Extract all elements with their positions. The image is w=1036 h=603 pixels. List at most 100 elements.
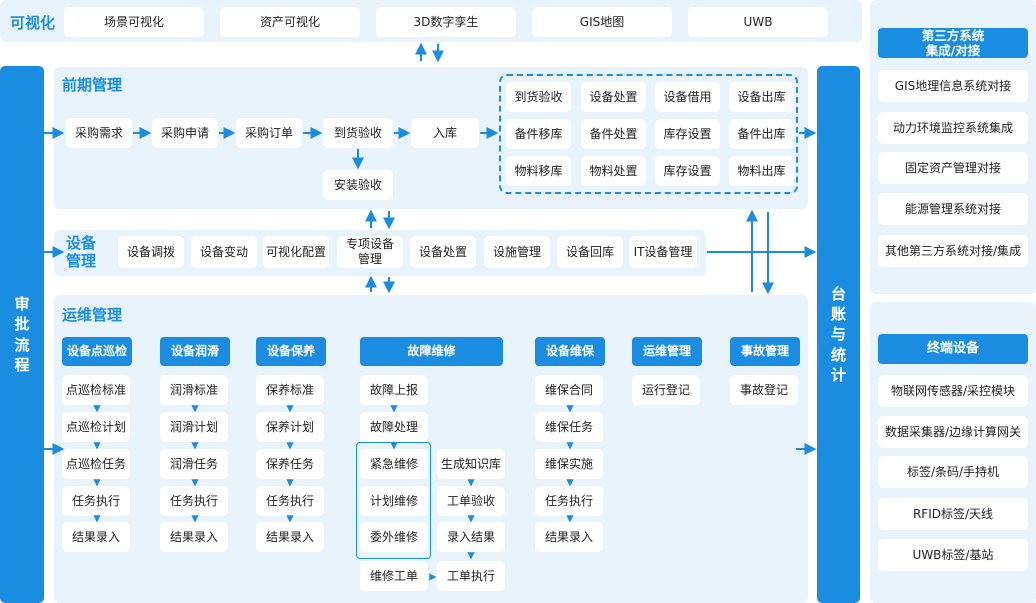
- equipment-item: 设备调拨: [118, 236, 184, 268]
- equipment-item: 可视化配置: [263, 236, 329, 268]
- ops-column-header: 设备点巡检: [62, 337, 132, 366]
- terminal-item: 标签/条码/手持机: [878, 456, 1028, 488]
- third-party-item: 能源管理系统对接: [878, 193, 1028, 225]
- fault-repair-header: 故障维修: [360, 337, 503, 366]
- visualization-item: 场景可视化: [64, 7, 204, 37]
- terminal-header: 终端设备: [878, 334, 1028, 364]
- ops-task: 保养任务: [256, 449, 324, 479]
- ops-task: 维保合同: [535, 375, 603, 405]
- approval-char: 程: [14, 355, 30, 374]
- ops-task: 维保任务: [535, 412, 603, 442]
- ops-task: 点巡检计划: [62, 412, 130, 442]
- ops-title: 运维管理: [62, 306, 123, 324]
- inventory-cell: 设备处置: [581, 82, 646, 112]
- inventory-cell: 物料移库: [506, 156, 571, 186]
- procurement-step: 到货验收: [323, 118, 393, 148]
- inventory-cell: 备件出库: [729, 119, 794, 149]
- inventory-cell: 备件移库: [506, 119, 571, 149]
- terminal-item: UWB标签/基站: [878, 539, 1028, 571]
- terminal-item: RFID标签/天线: [878, 498, 1028, 530]
- equipment-item: 专项设备管理: [337, 236, 403, 268]
- procurement-step: 入库: [411, 118, 479, 148]
- inventory-cell: 备件处置: [581, 119, 646, 149]
- approval-flow-bar: 审 批 流 程: [0, 66, 44, 603]
- installation-acceptance-box: 安装验收: [323, 170, 393, 200]
- repair-type: 计划维修: [360, 486, 428, 516]
- ops-column-header: 设备维保: [535, 337, 605, 366]
- ops-task: 润滑计划: [160, 412, 228, 442]
- equipment-title-line: 设备: [66, 234, 97, 252]
- approval-char: 审: [14, 295, 30, 313]
- fault-step: 工单执行: [437, 561, 505, 591]
- preliminary-title: 前期管理: [62, 76, 123, 94]
- visualization-item: 资产可视化: [220, 7, 360, 37]
- ledger-char: 与: [830, 325, 846, 344]
- ledger-char: 统: [830, 345, 846, 364]
- approval-char: 批: [14, 315, 30, 334]
- ops-task: 结果录入: [535, 522, 603, 552]
- ops-task: 维保实施: [535, 449, 603, 479]
- equipment-item: 设备变动: [191, 236, 257, 268]
- ops-column-header: 设备润滑: [160, 337, 230, 366]
- ops-task: 润滑标准: [160, 375, 228, 405]
- fault-step: 录入结果: [437, 522, 505, 552]
- ledger-char: 台: [830, 284, 846, 303]
- fault-step: 生成知识库: [437, 449, 505, 479]
- inventory-cell: 库存设置: [655, 119, 720, 149]
- third-party-item: 其他第三方系统对接/集成: [878, 235, 1028, 267]
- ops-task: 任务执行: [160, 486, 228, 516]
- visualization-item: UWB: [688, 7, 828, 37]
- visualization-title: 可视化: [10, 14, 56, 32]
- terminal-item: 物联网传感器/采控模块: [878, 375, 1028, 407]
- ops-task: 保养计划: [256, 412, 324, 442]
- fault-step: 工单验收: [437, 486, 505, 516]
- ops-task: 结果录入: [160, 522, 228, 552]
- third-party-item: 动力环境监控系统集成: [878, 112, 1028, 144]
- ops-task: 点巡检标准: [62, 375, 130, 405]
- third-party-item: 固定资产管理对接: [878, 152, 1028, 184]
- equipment-title: 设备 管理: [66, 234, 96, 270]
- fault-step: 故障处理: [360, 412, 428, 442]
- inventory-cell: 设备借用: [655, 82, 720, 112]
- ops-task: 任务执行: [62, 486, 130, 516]
- ops-task: 结果录入: [62, 522, 130, 552]
- ops-task: 点巡检任务: [62, 449, 130, 479]
- ops-task: 润滑任务: [160, 449, 228, 479]
- repair-type: 委外维修: [360, 522, 428, 552]
- inventory-cell: 库存设置: [655, 156, 720, 186]
- inventory-cell: 设备出库: [729, 82, 794, 112]
- ops-task: 任务执行: [256, 486, 324, 516]
- equipment-item: IT设备管理: [629, 236, 697, 268]
- ops-task: 任务执行: [535, 486, 603, 516]
- ops-task: 保养标准: [256, 375, 324, 405]
- repair-order-box: 维修工单: [360, 561, 428, 591]
- visualization-item: GIS地图: [532, 7, 672, 37]
- equipment-item: 设施管理: [484, 236, 550, 268]
- ops-task: 事故登记: [730, 375, 798, 405]
- equipment-item: 设备回库: [557, 236, 623, 268]
- ops-column-header: 事故管理: [730, 337, 800, 366]
- ops-column-header: 设备保养: [256, 337, 326, 366]
- equipment-item: 设备处置: [410, 236, 476, 268]
- equipment-title-line: 管理: [66, 252, 97, 270]
- inventory-cell: 物料处置: [581, 156, 646, 186]
- ledger-char: 计: [830, 365, 846, 384]
- ledger-char: 账: [830, 305, 846, 324]
- repair-type: 紧急维修: [360, 449, 428, 479]
- third-party-header: 第三方系统集成/对接: [878, 28, 1028, 58]
- visualization-item: 3D数字孪生: [376, 7, 516, 37]
- ops-task: 结果录入: [256, 522, 324, 552]
- inventory-cell: 到货验收: [506, 82, 571, 112]
- fault-step: 故障上报: [360, 375, 428, 405]
- procurement-step: 采购需求: [66, 118, 132, 148]
- procurement-step: 采购申请: [152, 118, 218, 148]
- procurement-step: 采购订单: [236, 118, 302, 148]
- third-party-item: GIS地理信息系统对接: [878, 70, 1028, 102]
- ops-task: 运行登记: [632, 375, 700, 405]
- terminal-item: 数据采集器/边缘计算网关: [878, 416, 1028, 448]
- ledger-statistics-bar: 台 账 与 统 计: [817, 66, 860, 603]
- approval-char: 流: [14, 335, 30, 354]
- inventory-cell: 物料出库: [729, 156, 794, 186]
